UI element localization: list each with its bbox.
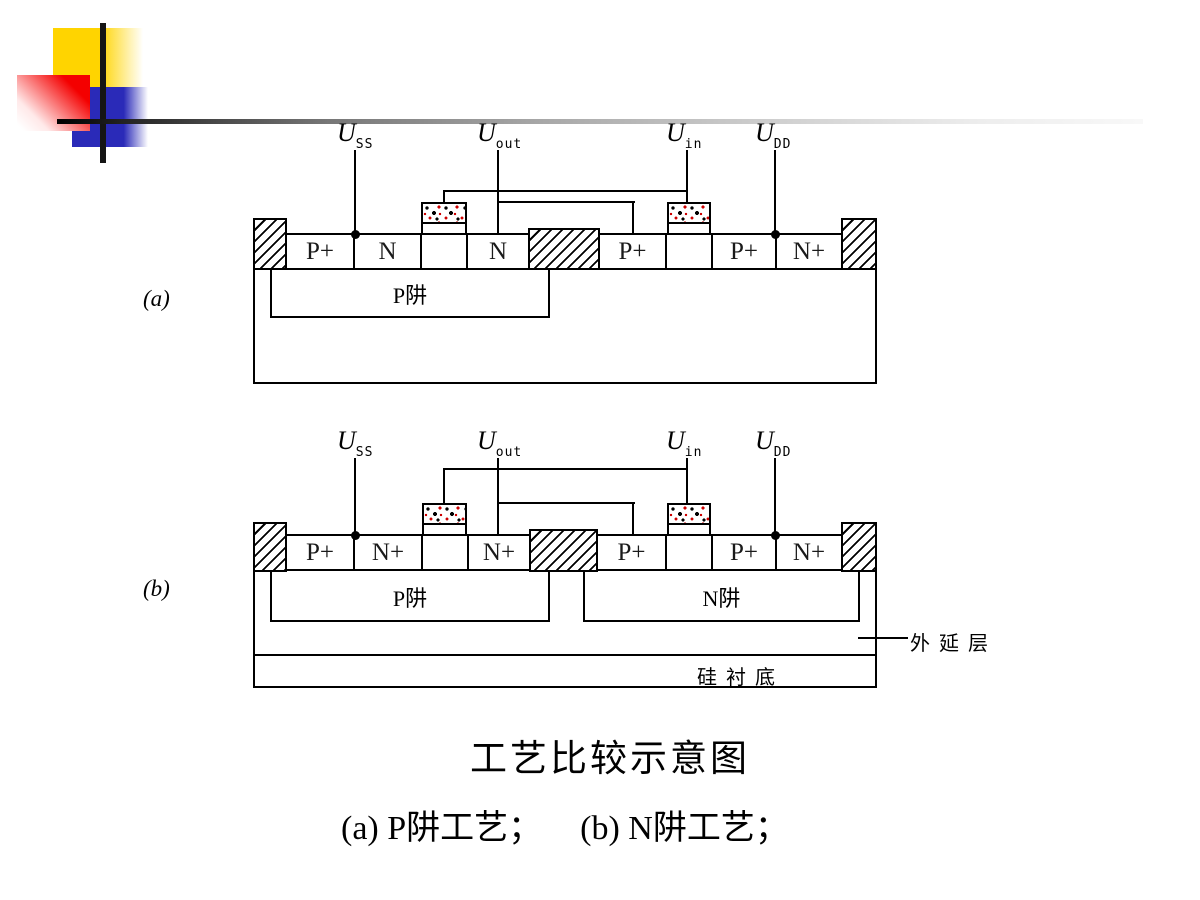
wire-gate-bracket-h-a — [443, 190, 688, 192]
p-well-box-a: P阱 — [270, 268, 550, 318]
decor-horizontal-line — [57, 119, 1143, 124]
region-pplus-2-b: P+ — [596, 534, 667, 571]
epitaxial-pointer-line — [858, 637, 908, 639]
poly-speckle — [423, 204, 465, 224]
terminal-udd-a: UDD — [755, 118, 792, 152]
region-nplus-3-b: N+ — [775, 534, 843, 571]
p-well-label-a: P阱 — [392, 283, 428, 308]
gate-oxide — [669, 222, 709, 233]
wire-uin-a — [686, 150, 688, 204]
wire-gate-bracket-v-b — [443, 468, 445, 505]
wire-udd-b — [774, 458, 776, 536]
terminal-uin-b: Uin — [666, 426, 703, 460]
region-n-1-a: N — [353, 233, 422, 270]
terminal-uout-a: Uout — [477, 118, 523, 152]
contact-dot-udd-a — [771, 230, 780, 239]
n-well-label-b: N阱 — [702, 586, 741, 611]
wire-uout-b — [497, 458, 499, 536]
terminal-uout-b: Uout — [477, 426, 523, 460]
wire-uout-branch-v-b — [632, 502, 634, 536]
wire-uout-a — [497, 150, 499, 235]
terminal-uss-b: USS — [337, 426, 374, 460]
wire-uout-branch-h-a — [497, 201, 635, 203]
poly-gate-nmos-b — [422, 503, 467, 536]
caption-item-a: (a) P阱工艺； — [341, 810, 543, 847]
region-pplus-3-b: P+ — [711, 534, 777, 571]
gate-oxide — [423, 222, 465, 233]
silicon-substrate-label: 硅衬底 — [697, 667, 784, 689]
silicon-substrate-box-b — [253, 654, 877, 688]
poly-speckle — [669, 204, 709, 224]
caption-item-b: (b) N阱工艺； — [580, 810, 789, 847]
region-nplus-1-b: N+ — [353, 534, 423, 571]
terminal-udd-b: UDD — [755, 426, 792, 460]
wire-uss-a — [354, 150, 356, 235]
wire-uout-branch-v-a — [632, 201, 634, 235]
figure-caption: (a) P阱工艺； (b) N阱工艺； — [341, 800, 789, 849]
wire-gate-bracket-h-b — [443, 468, 688, 470]
p-well-box-b: P阱 — [270, 569, 550, 622]
terminal-uss-a: USS — [337, 118, 374, 152]
field-oxide-right-b — [841, 522, 877, 572]
contact-dot-uss-a — [351, 230, 360, 239]
terminal-uin-a: Uin — [666, 118, 703, 152]
contact-dot-uss-b — [351, 531, 360, 540]
region-nplus-2-b: N+ — [467, 534, 531, 571]
region-pplus-3-a: P+ — [711, 233, 777, 270]
field-oxide-right-a — [841, 218, 877, 270]
poly-gate-pmos-b — [667, 503, 711, 536]
p-well-label-b: P阱 — [392, 586, 428, 611]
region-pplus-1-a: P+ — [285, 233, 355, 270]
wire-uout-branch-h-b — [497, 502, 635, 504]
field-oxide-center-a — [528, 228, 600, 270]
figure-title: 工艺比较示意图 — [470, 739, 750, 780]
diagram-b-label: (b) — [143, 576, 170, 601]
gate-oxide — [669, 523, 709, 534]
n-well-box-b: N阱 — [583, 569, 860, 622]
contact-dot-udd-b — [771, 531, 780, 540]
decor-vertical-line — [100, 23, 106, 163]
poly-speckle — [669, 505, 709, 525]
field-oxide-left-a — [253, 218, 287, 270]
wire-uss-b — [354, 458, 356, 536]
field-oxide-center-b — [529, 529, 598, 572]
wire-gate-bracket-v-a — [443, 190, 445, 204]
region-pplus-1-b: P+ — [285, 534, 355, 571]
gate-oxide — [424, 523, 465, 534]
wire-uin-b — [686, 458, 688, 506]
epitaxial-layer-label: 外延层 — [910, 633, 997, 655]
diagram-a-label: (a) — [143, 286, 170, 311]
field-oxide-left-b — [253, 522, 287, 572]
region-n-2-a: N — [466, 233, 530, 270]
poly-gate-nmos-a — [421, 202, 467, 235]
region-pplus-2-a: P+ — [598, 233, 667, 270]
wire-udd-a — [774, 150, 776, 235]
region-nplus-1-a: N+ — [775, 233, 843, 270]
poly-speckle — [424, 505, 465, 525]
poly-gate-pmos-a — [667, 202, 711, 235]
